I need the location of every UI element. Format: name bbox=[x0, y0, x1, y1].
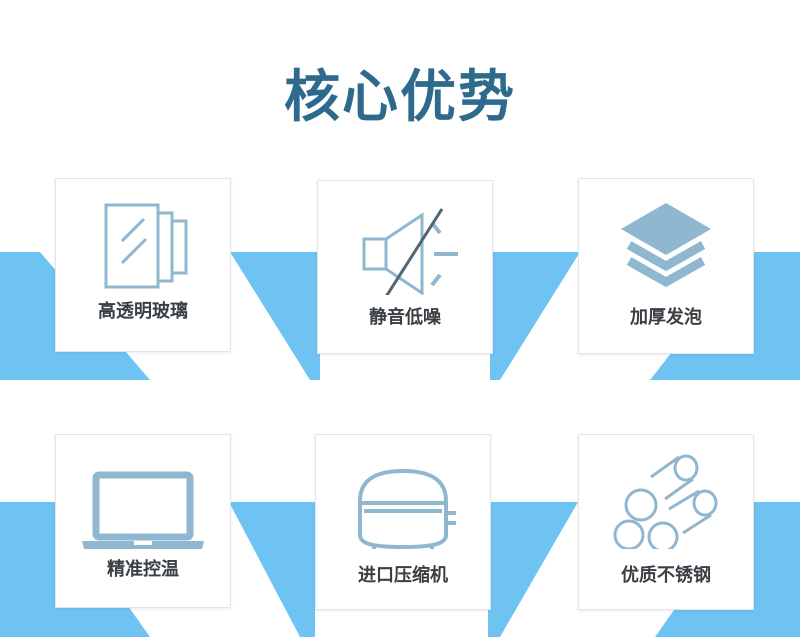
feature-label: 静音低噪 bbox=[369, 307, 441, 328]
layers-icon bbox=[621, 203, 711, 288]
feature-label: 加厚发泡 bbox=[630, 307, 702, 328]
mute-speaker-icon bbox=[362, 208, 458, 295]
steel-pipes-icon bbox=[613, 454, 718, 549]
glass-panel-icon bbox=[104, 203, 188, 289]
page-title: 核心优势 bbox=[284, 65, 516, 130]
feature-card-steel: 优质不锈钢 bbox=[578, 434, 754, 610]
feature-card-quiet: 静音低噪 bbox=[317, 180, 493, 354]
feature-card-temp: 精准控温 bbox=[55, 434, 231, 608]
feature-label: 精准控温 bbox=[107, 559, 179, 580]
laptop-icon bbox=[82, 471, 204, 549]
feature-card-compressor: 进口压缩机 bbox=[315, 434, 491, 610]
feature-card-foam: 加厚发泡 bbox=[578, 178, 754, 354]
feature-card-glass: 高透明玻璃 bbox=[55, 178, 231, 352]
feature-label: 高透明玻璃 bbox=[98, 301, 188, 322]
compressor-icon bbox=[358, 468, 456, 549]
feature-label: 进口压缩机 bbox=[358, 565, 448, 586]
feature-label: 优质不锈钢 bbox=[621, 565, 711, 586]
